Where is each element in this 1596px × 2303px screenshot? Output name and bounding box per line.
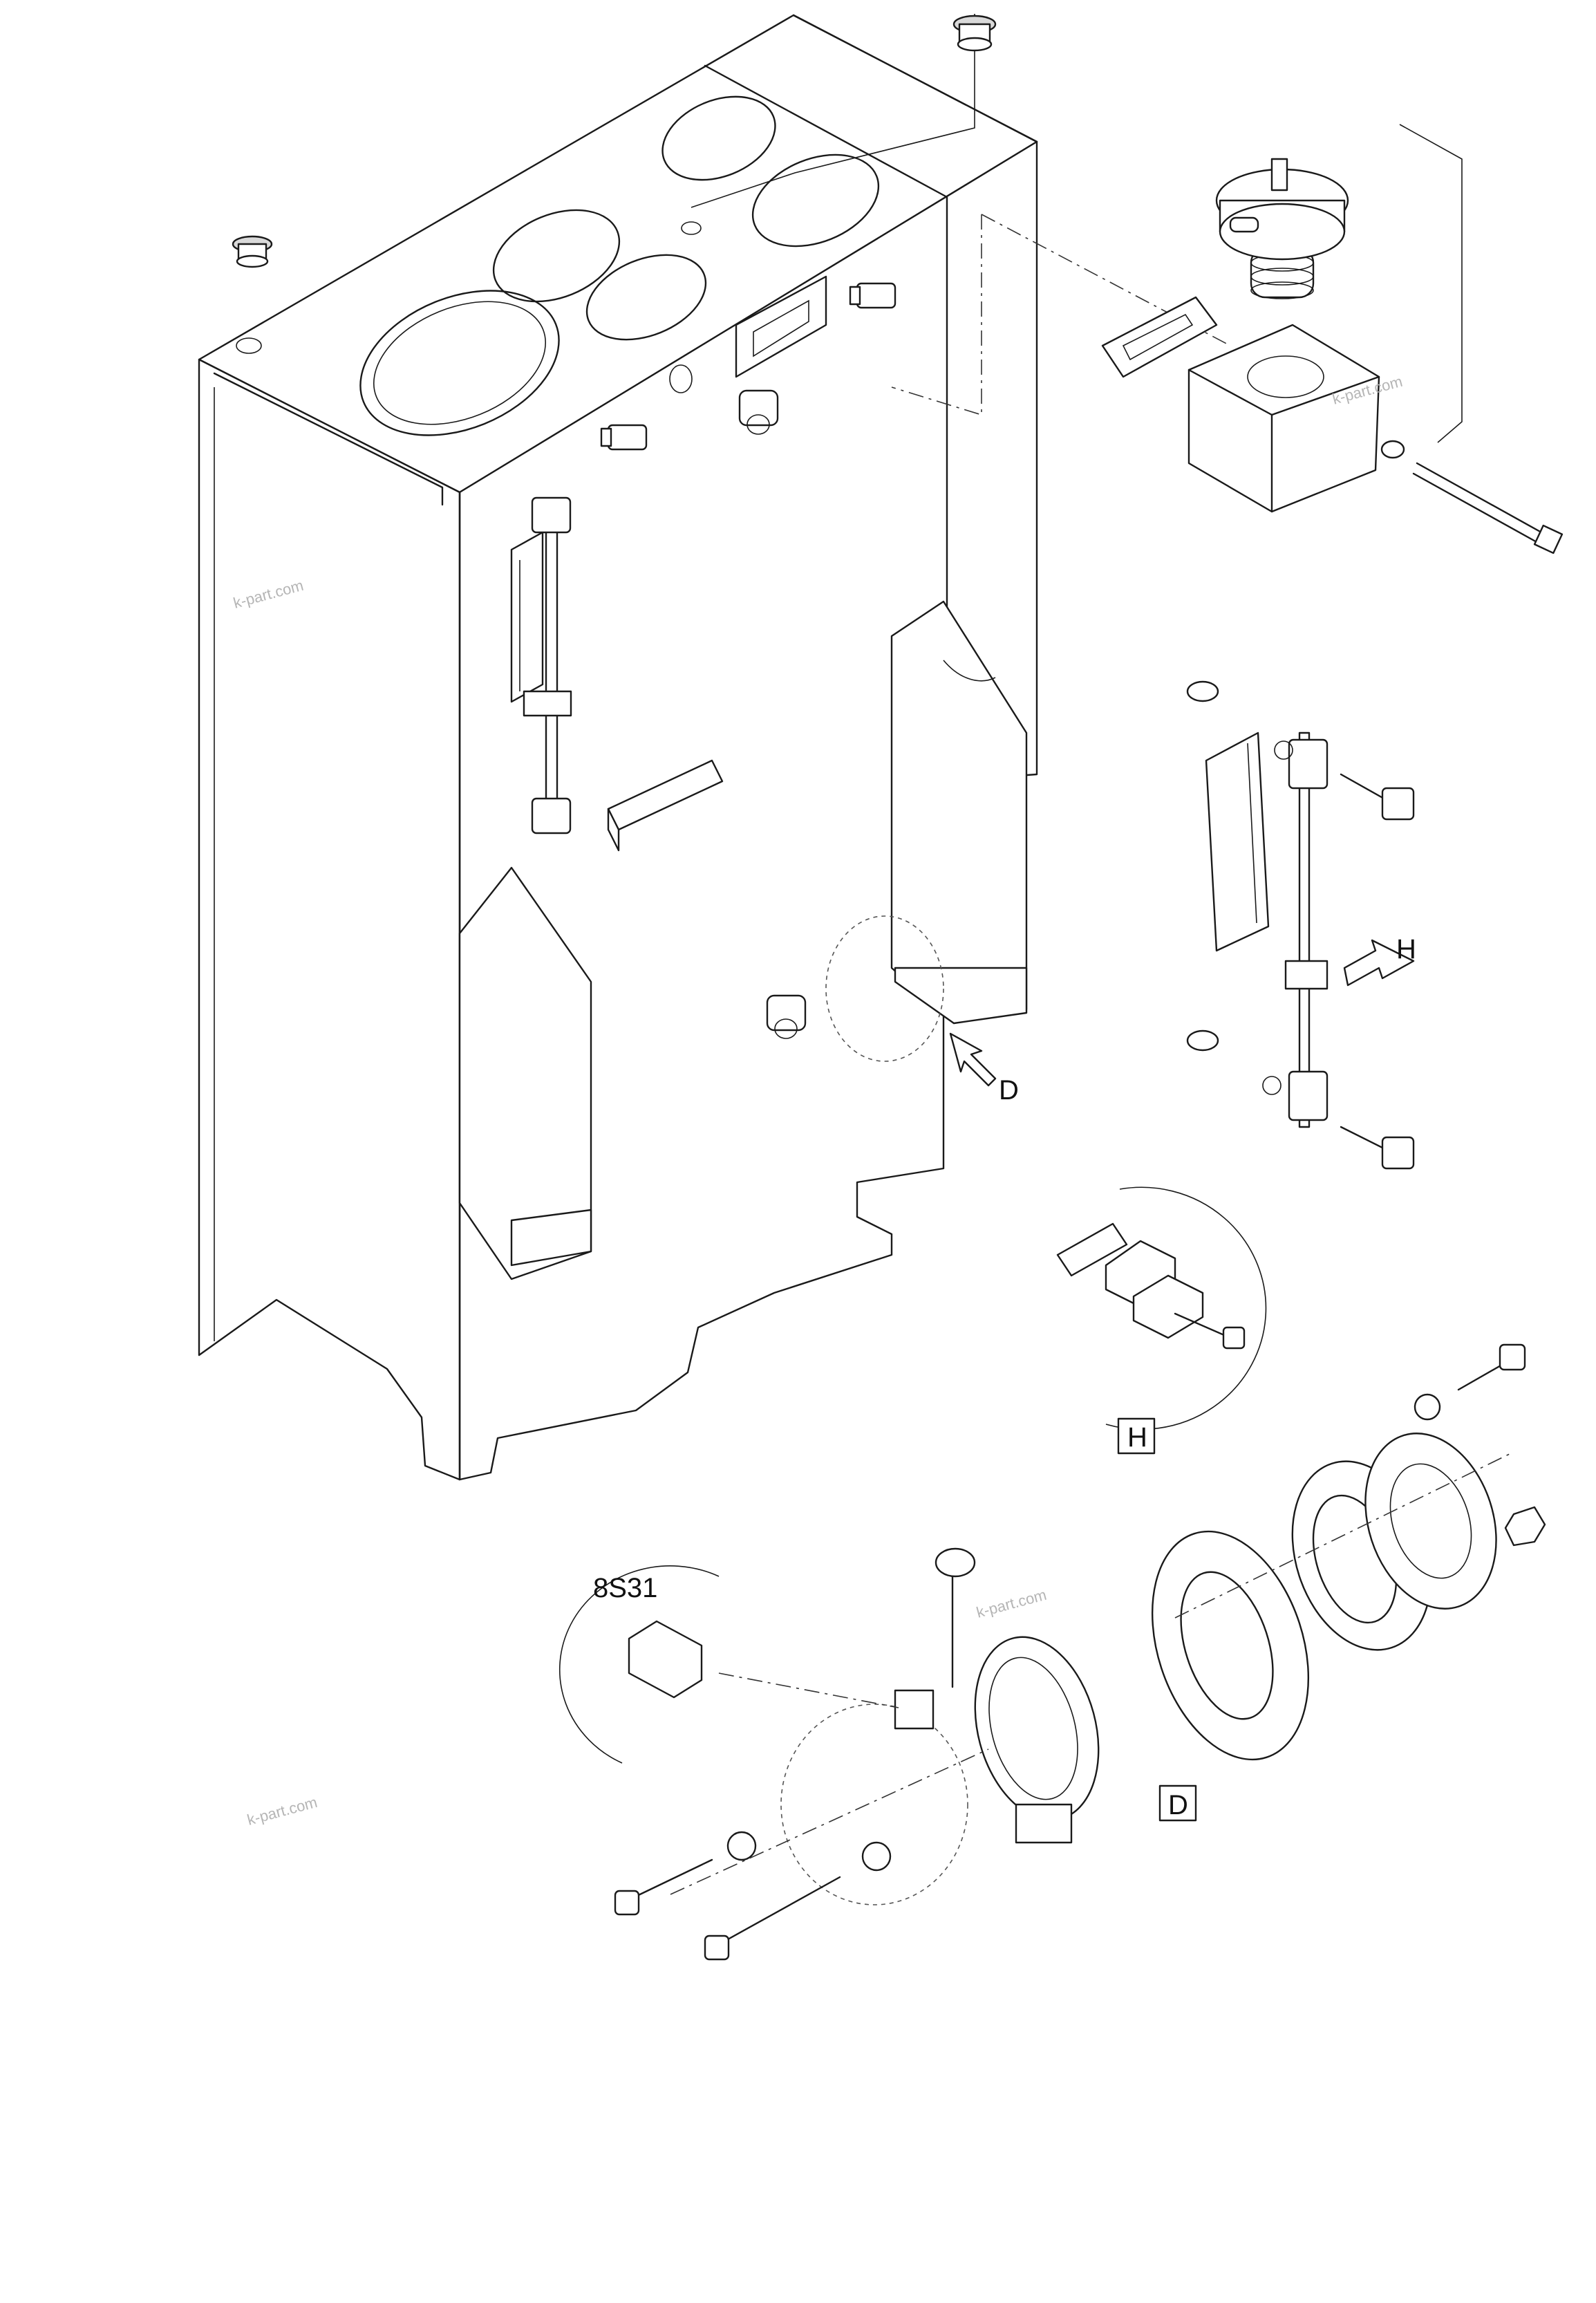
top-plug-left: [232, 235, 273, 268]
watermark-4: k-part.com: [245, 1793, 319, 1829]
sight-glass-bolt-upper: [1340, 773, 1415, 821]
tank-top-openings: [236, 95, 880, 436]
valve-bolt-2: [704, 1876, 841, 1961]
sight-glass-assembly: [1186, 680, 1415, 1170]
valve-assembly: [559, 1547, 1100, 1961]
tank-body: [198, 14, 1038, 1481]
valve-bolt-1: [614, 1858, 713, 1916]
tank-right-column: [890, 600, 1028, 1025]
tank-valve-2: [849, 282, 896, 309]
callout-labels: H D H D 8S31: [593, 934, 1416, 1822]
sensor-code-label: 8S31: [593, 1573, 657, 1603]
filter-assembly: [1101, 124, 1564, 554]
detail-d-label: D: [1168, 1790, 1188, 1820]
view-h-arrow-label: H: [1396, 934, 1416, 964]
tank-left-skirt: [458, 866, 592, 1280]
top-plug-right: [952, 15, 997, 52]
detail-h-label: H: [1127, 1422, 1147, 1453]
tank-valve-1: [600, 424, 648, 451]
tank-face-details: [510, 275, 827, 852]
tank-sight-glass: [523, 496, 572, 835]
detail-h-circle: [1056, 1186, 1267, 1430]
view-d-arrow-label: D: [999, 1075, 1019, 1106]
tank-plugs: [232, 15, 997, 1039]
flange-assembly: [1151, 1343, 1546, 1761]
side-plug-upper: [738, 389, 779, 435]
side-plug-lower: [766, 994, 807, 1039]
watermark-3: k-part.com: [975, 1586, 1049, 1621]
sight-glass-bolt-lower: [1340, 1126, 1415, 1170]
